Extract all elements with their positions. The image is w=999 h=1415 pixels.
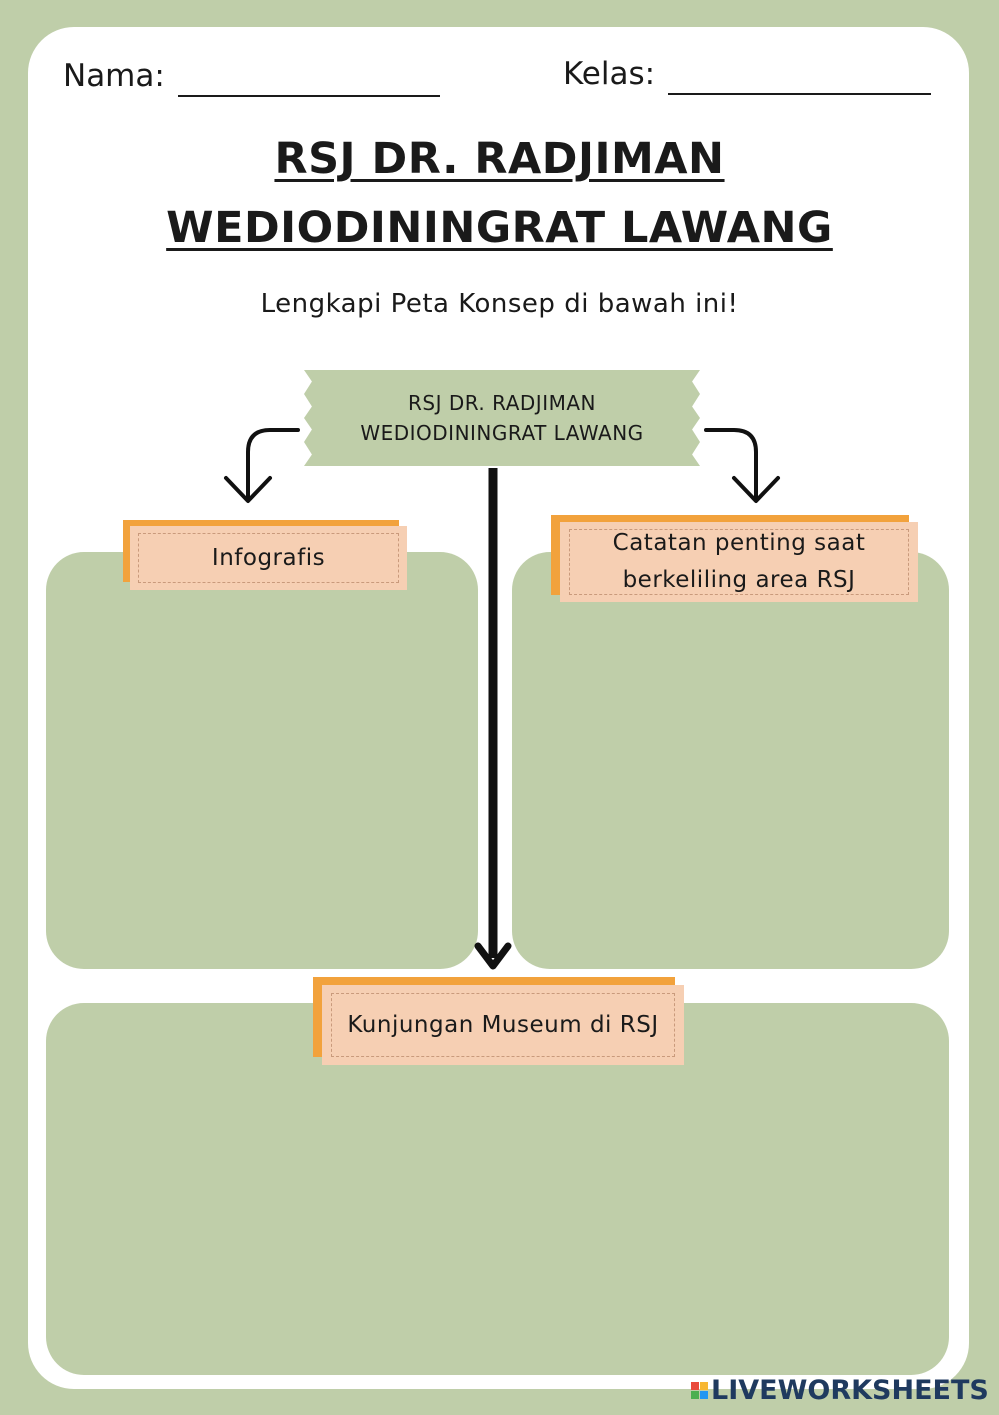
page-title-line1: RSJ DR. RADJIMAN [0,134,999,184]
museum-answer-box[interactable] [46,1003,949,1375]
name-label: Nama: [63,58,165,94]
infografis-answer-box[interactable] [46,552,478,969]
liveworksheets-logo: LIVEWORKSHEETS [691,1375,989,1406]
museum-tag-label: Kunjungan Museum di RSJ [322,985,684,1065]
center-node-line1: RSJ DR. RADJIMAN [407,391,596,415]
catatan-label-line2: berkeliling area RSJ [622,567,856,593]
title-line2-text: WEDIODININGRAT LAWANG [166,203,833,253]
catatan-tag: Catatan penting saat berkeliling area RS… [551,515,918,602]
class-line [668,93,931,95]
catatan-tag-label: Catatan penting saat berkeliling area RS… [560,522,918,602]
left-arrow-icon [246,428,300,502]
down-arrowhead-icon [474,942,512,970]
center-concept-node: RSJ DR. RADJIMAN WEDIODININGRAT LAWANG [304,370,700,466]
infografis-tag: Infografis [123,520,407,590]
name-line [178,95,440,97]
infografis-tag-label: Infografis [130,526,407,590]
title-line1-text: RSJ DR. RADJIMAN [274,134,725,184]
museum-tag: Kunjungan Museum di RSJ [313,977,684,1065]
center-node-line2: WEDIODININGRAT LAWANG [360,421,644,445]
right-arrowhead-icon [732,476,780,503]
right-arrow-icon [704,428,758,502]
catatan-label-line1: Catatan penting saat [612,530,866,557]
brand-text: LIVEWORKSHEETS [711,1375,989,1406]
left-arrowhead-icon [224,476,272,503]
class-label: Kelas: [563,56,656,92]
liveworksheets-logo-icon [691,1382,708,1399]
page-title-line2: WEDIODININGRAT LAWANG [0,203,999,253]
instruction-text: Lengkapi Peta Konsep di bawah ini! [260,289,739,319]
catatan-answer-box[interactable] [512,552,949,969]
